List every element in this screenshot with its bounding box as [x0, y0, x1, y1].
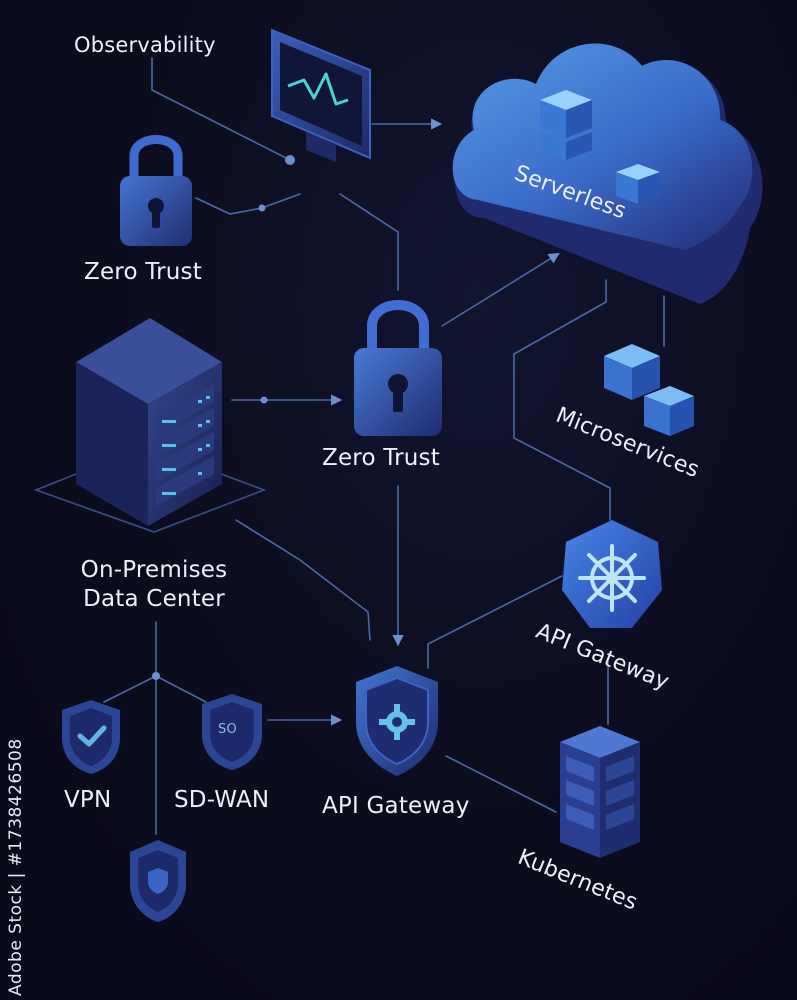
- edge-apigateway-center-kubernetes: [445, 755, 557, 813]
- edge-onprem-vpn: [103, 675, 157, 703]
- sdwan-label: SD-WAN: [174, 787, 270, 813]
- shield-gear-icon: [356, 666, 438, 776]
- cube-icon: [616, 164, 660, 204]
- edge-observability-serverless: [151, 57, 291, 161]
- padlock-icon: [120, 135, 192, 246]
- edge-apigateway-apigateway: [427, 575, 563, 669]
- monitor-icon: [271, 28, 371, 162]
- zero-trust-top-label: Zero Trust: [84, 259, 202, 285]
- on-prem-label-line2: Data Center: [83, 585, 225, 612]
- shield-check-icon: [62, 700, 120, 774]
- shield-icon: [130, 840, 186, 922]
- shield-icon: [202, 694, 262, 770]
- cloud-icon: [452, 43, 763, 304]
- edge-apigateway-serverless: [513, 279, 611, 521]
- server-stack-icon: [560, 726, 640, 858]
- padlock-icon: [354, 300, 442, 436]
- on-prem-label-line1: On-Premises: [80, 557, 228, 583]
- sdwan-badge: SO: [218, 722, 237, 737]
- edge-onprem-sdwan: [155, 675, 207, 703]
- edge-zerotrust-zerotrust: [339, 193, 399, 291]
- observability-label: Observability: [74, 33, 216, 57]
- kubernetes-helm-icon: [562, 520, 662, 628]
- server-rack-icon: [33, 318, 267, 533]
- on-prem-label: On-Premises Data Center: [66, 556, 242, 614]
- cubes-icon: [604, 344, 694, 436]
- edge-onprem-apigateway: [235, 519, 371, 641]
- api-gateway-center-label: API Gateway: [322, 793, 470, 819]
- edge-zerotrust-serverless: [441, 252, 560, 327]
- zero-trust-center-label: Zero Trust: [322, 445, 440, 471]
- stock-watermark: Adobe Stock | #1738426508: [6, 738, 26, 996]
- cube-icon: [540, 90, 592, 160]
- vpn-label: VPN: [64, 787, 112, 813]
